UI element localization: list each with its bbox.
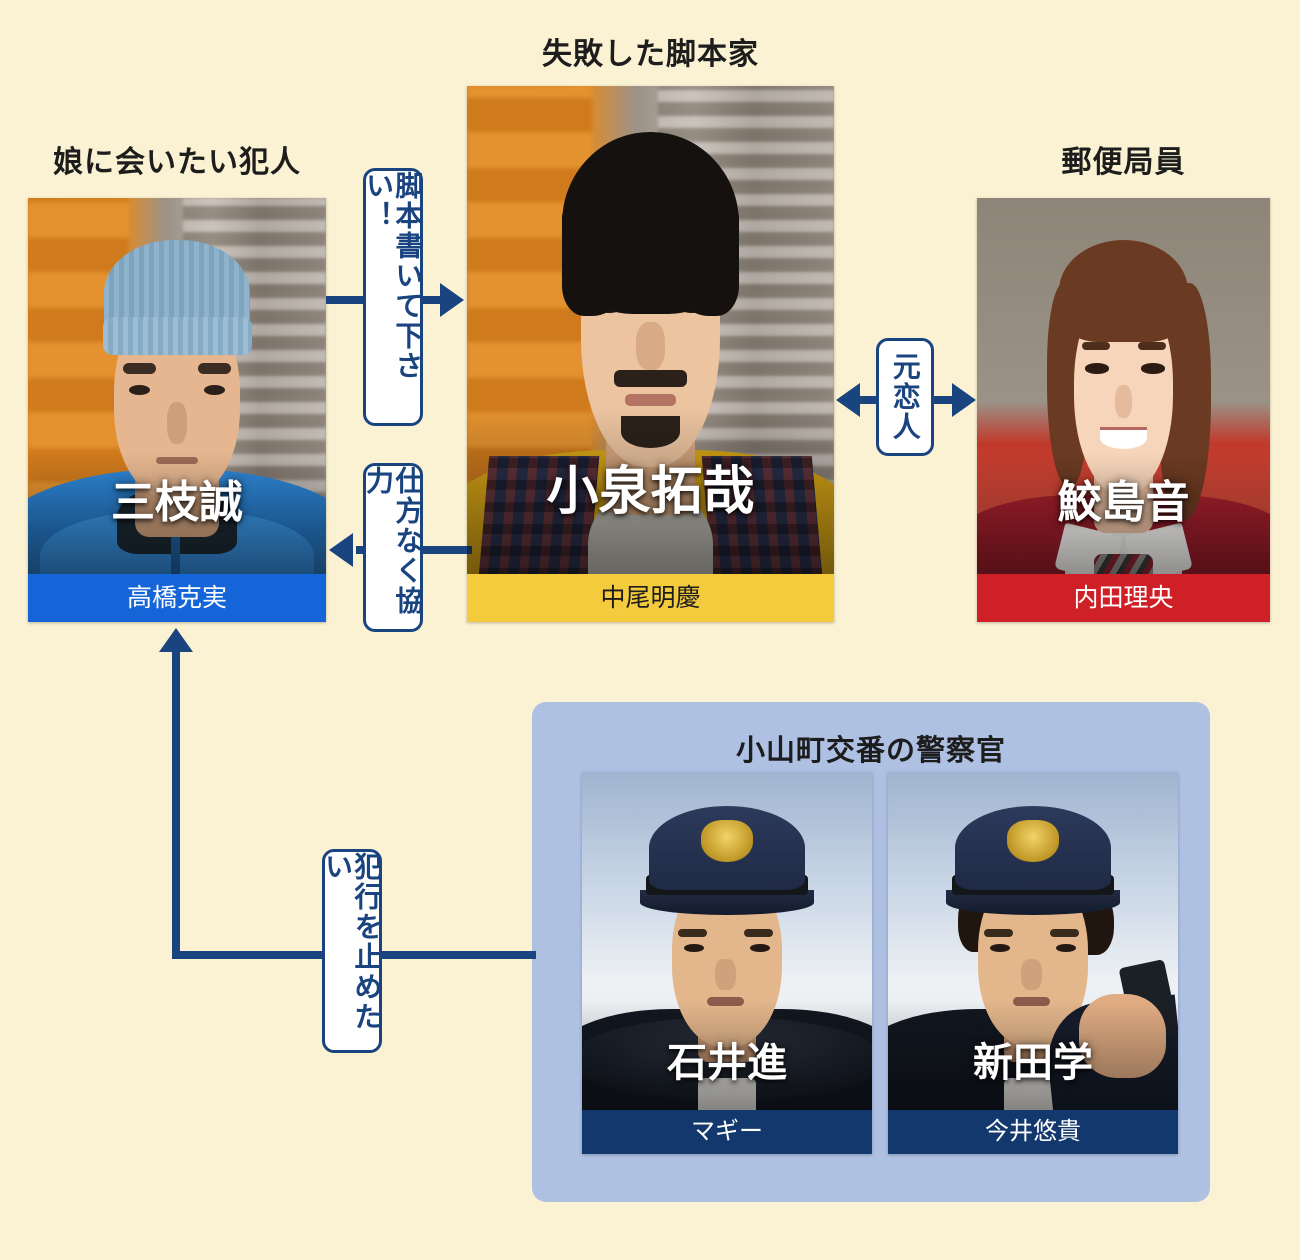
character-card-nitta[interactable]: 新田学 今井悠貴 — [888, 772, 1178, 1154]
character-name-ishii: 石井進 — [667, 1041, 787, 1085]
relation-label-stop-crime: 犯行を止めたい — [322, 849, 382, 1053]
arrowhead-ex-lovers-left — [836, 383, 860, 417]
character-actor-samejima: 内田理央 — [977, 574, 1270, 622]
character-card-samejima[interactable]: 鮫島音 内田理央 — [977, 198, 1270, 622]
character-photo-nitta — [888, 772, 1178, 1154]
police-group-title: 小山町交番の警察官 — [735, 735, 1006, 767]
arrowhead-script-request — [440, 283, 464, 317]
character-actor-ishii: マギー — [582, 1110, 872, 1154]
character-photo-samejima — [977, 198, 1270, 622]
character-name-nitta: 新田学 — [973, 1041, 1093, 1085]
character-photo-koizumi — [467, 86, 834, 622]
character-name-samejima: 鮫島音 — [1057, 478, 1190, 527]
relation-label-script-request: 脚本書いて下さい！ — [363, 168, 423, 426]
character-name-saegusa: 三枝誠 — [111, 478, 243, 527]
character-card-koizumi[interactable]: 小泉拓哉 中尾明慶 — [467, 86, 834, 622]
connector-line-stop-crime-vertical — [172, 652, 180, 959]
character-card-ishii[interactable]: 石井進 マギー — [582, 772, 872, 1154]
character-actor-nitta: 今井悠貴 — [888, 1110, 1178, 1154]
arrowhead-reluctant-help — [329, 533, 353, 567]
relation-label-reluctant-help: 仕方なく協力 — [363, 463, 423, 632]
character-card-saegusa[interactable]: 三枝誠 高橋克実 — [28, 198, 326, 622]
arrowhead-stop-crime — [159, 628, 193, 652]
relation-label-ex-lovers: 元恋人 — [876, 338, 934, 456]
character-photo-ishii — [582, 772, 872, 1154]
character-photo-saegusa — [28, 198, 326, 622]
role-label-samejima: 郵便局員 — [1061, 146, 1186, 179]
role-label-saegusa: 娘に会いたい犯人 — [53, 146, 301, 179]
role-label-koizumi: 失敗した脚本家 — [542, 38, 759, 71]
character-actor-saegusa: 高橋克実 — [28, 574, 326, 622]
arrowhead-ex-lovers-right — [952, 383, 976, 417]
character-actor-koizumi: 中尾明慶 — [467, 574, 834, 622]
character-name-koizumi: 小泉拓哉 — [546, 463, 755, 521]
